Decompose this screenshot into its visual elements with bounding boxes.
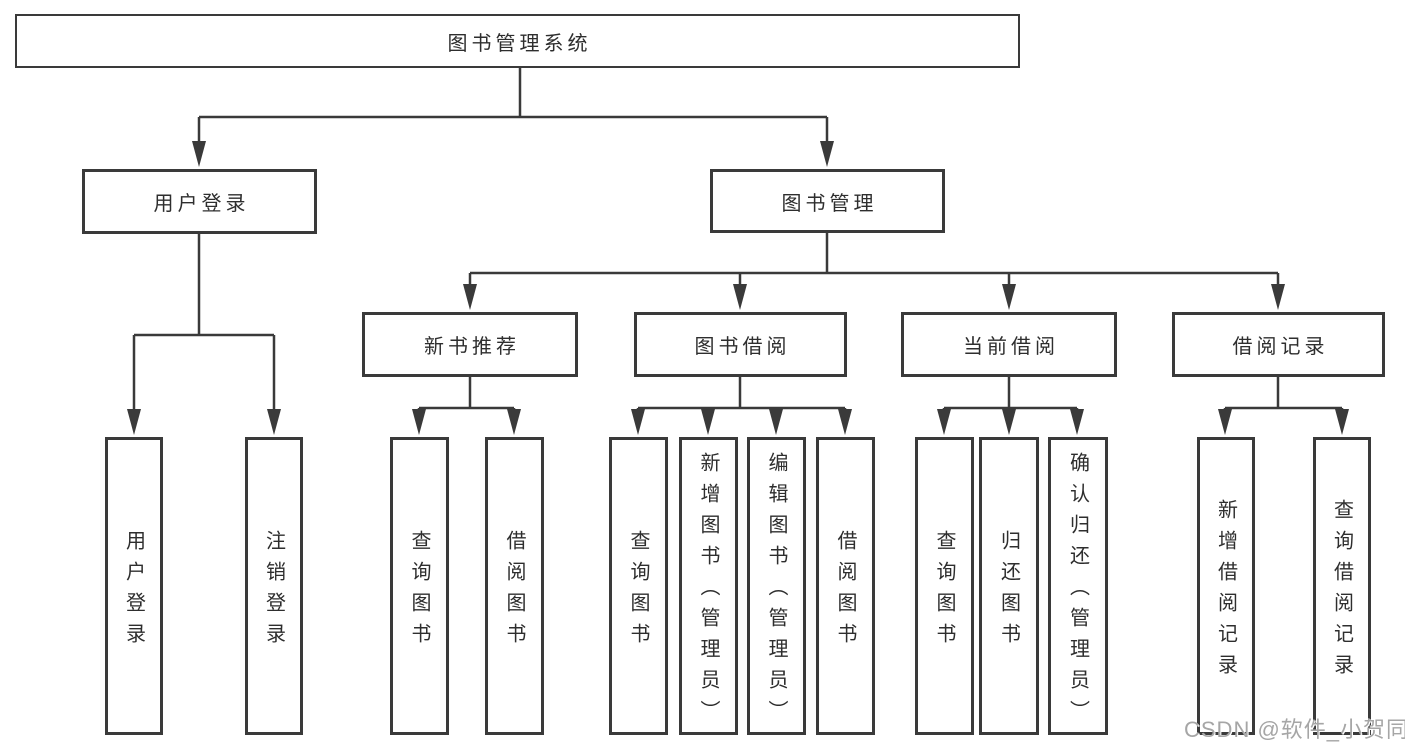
- arrow-down-icon: [1218, 409, 1232, 435]
- arrow-down-icon: [769, 409, 783, 435]
- connector-book-borrowing-to-children: [631, 377, 852, 435]
- arrow-down-icon: [701, 409, 715, 435]
- node-user-login: 用户登录: [82, 169, 317, 234]
- arrow-down-icon: [463, 284, 477, 310]
- connector-current-borrowing-to-children: [937, 377, 1084, 435]
- node-label: 新增借阅记录: [1214, 498, 1237, 685]
- node-new-book-recommendation: 新书推荐: [362, 312, 578, 377]
- arrow-down-icon: [838, 409, 852, 435]
- arrow-down-icon: [127, 409, 141, 435]
- arrow-down-icon: [631, 409, 645, 435]
- node-label: 图书借阅: [694, 336, 791, 358]
- node-borrowing-records: 借阅记录: [1172, 312, 1385, 377]
- arrow-down-icon: [1271, 284, 1285, 310]
- node-label: 确认归还（管理员）: [1066, 452, 1089, 731]
- node-label: 用户登录: [122, 529, 145, 654]
- node-label: 用户登录: [153, 193, 250, 215]
- node-label: 编辑图书（管理员）: [765, 452, 787, 731]
- node-label: 借阅图书: [834, 529, 856, 654]
- arrow-down-icon: [1002, 284, 1016, 310]
- connector-user-login-to-children: [127, 234, 281, 435]
- node-edit-books-admin: 编辑图书（管理员）: [747, 437, 806, 735]
- node-label: 借阅图书: [503, 529, 525, 654]
- node-label: 查询图书: [408, 529, 430, 654]
- node-user-login-leaf: 用户登录: [105, 437, 163, 735]
- node-book-management-system: 图书管理系统: [15, 14, 1020, 68]
- node-add-borrow-record: 新增借阅记录: [1197, 437, 1255, 735]
- node-label: 图书管理系统: [447, 32, 592, 55]
- node-book-borrowing: 图书借阅: [634, 312, 847, 377]
- node-borrow-books-leaf: 借阅图书: [816, 437, 875, 735]
- node-label: 查询图书: [933, 529, 955, 654]
- node-return-books: 归还图书: [979, 437, 1039, 735]
- connector-book-management-to-level3: [463, 233, 1285, 310]
- node-label: 新增图书（管理员）: [697, 452, 719, 731]
- node-confirm-return-admin: 确认归还（管理员）: [1048, 437, 1108, 735]
- node-borrow-books-recommend: 借阅图书: [485, 437, 544, 735]
- arrow-down-icon: [733, 284, 747, 310]
- node-label: 归还图书: [997, 529, 1020, 654]
- node-label: 图书管理: [781, 192, 878, 215]
- arrow-down-icon: [1070, 409, 1084, 435]
- node-label: 注销登录: [262, 529, 285, 654]
- node-book-management: 图书管理: [710, 169, 945, 233]
- arrow-down-icon: [412, 409, 426, 435]
- arrow-down-icon: [507, 409, 521, 435]
- node-label: 借阅记录: [1232, 336, 1329, 358]
- node-logout: 注销登录: [245, 437, 303, 735]
- node-current-borrowing: 当前借阅: [901, 312, 1117, 377]
- node-query-books-borrow: 查询图书: [609, 437, 668, 735]
- csdn-watermark: CSDN @软件_小贺同学: [1184, 717, 1405, 742]
- node-add-books-admin: 新增图书（管理员）: [679, 437, 738, 735]
- connector-new-books-to-children: [412, 377, 521, 435]
- node-label: 新书推荐: [424, 336, 520, 358]
- node-query-books-current: 查询图书: [915, 437, 974, 735]
- arrow-down-icon: [267, 409, 281, 435]
- node-label: 当前借阅: [963, 336, 1059, 358]
- node-query-books-recommend: 查询图书: [390, 437, 449, 735]
- arrow-down-icon: [1335, 409, 1349, 435]
- arrow-down-icon: [192, 141, 206, 167]
- node-label: 查询图书: [627, 529, 649, 654]
- arrow-down-icon: [820, 141, 834, 167]
- node-label: 查询借阅记录: [1330, 498, 1353, 685]
- connector-root-to-level2: [192, 68, 834, 167]
- node-query-borrow-record: 查询借阅记录: [1313, 437, 1371, 735]
- arrow-down-icon: [1002, 409, 1016, 435]
- connector-borrow-records-to-children: [1218, 377, 1349, 435]
- arrow-down-icon: [937, 409, 951, 435]
